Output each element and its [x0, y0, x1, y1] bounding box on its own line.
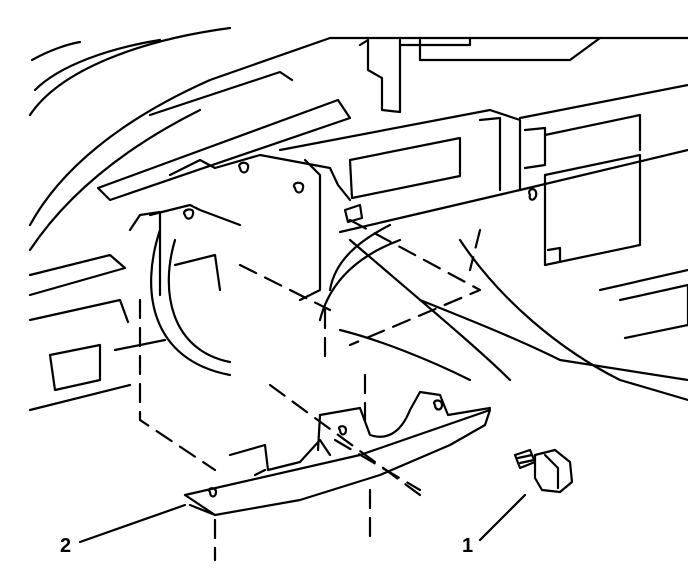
upper-vent-panel	[358, 36, 602, 114]
leader-line-1	[478, 493, 527, 542]
dashboard-top-outline	[28, 26, 688, 252]
alignment-lines	[138, 218, 482, 562]
left-vent-panel	[28, 210, 167, 412]
leader-line-2	[78, 503, 187, 544]
mounting-screw	[513, 448, 574, 494]
column-opening	[148, 153, 402, 377]
callout-label-2: 2	[60, 535, 72, 557]
callout-label-1: 1	[462, 535, 474, 557]
lower-panel-outline	[338, 238, 688, 402]
column-trim-cover	[183, 390, 492, 517]
center-panel	[278, 83, 688, 234]
leader-lines	[78, 493, 527, 544]
radio-panel	[523, 113, 688, 340]
